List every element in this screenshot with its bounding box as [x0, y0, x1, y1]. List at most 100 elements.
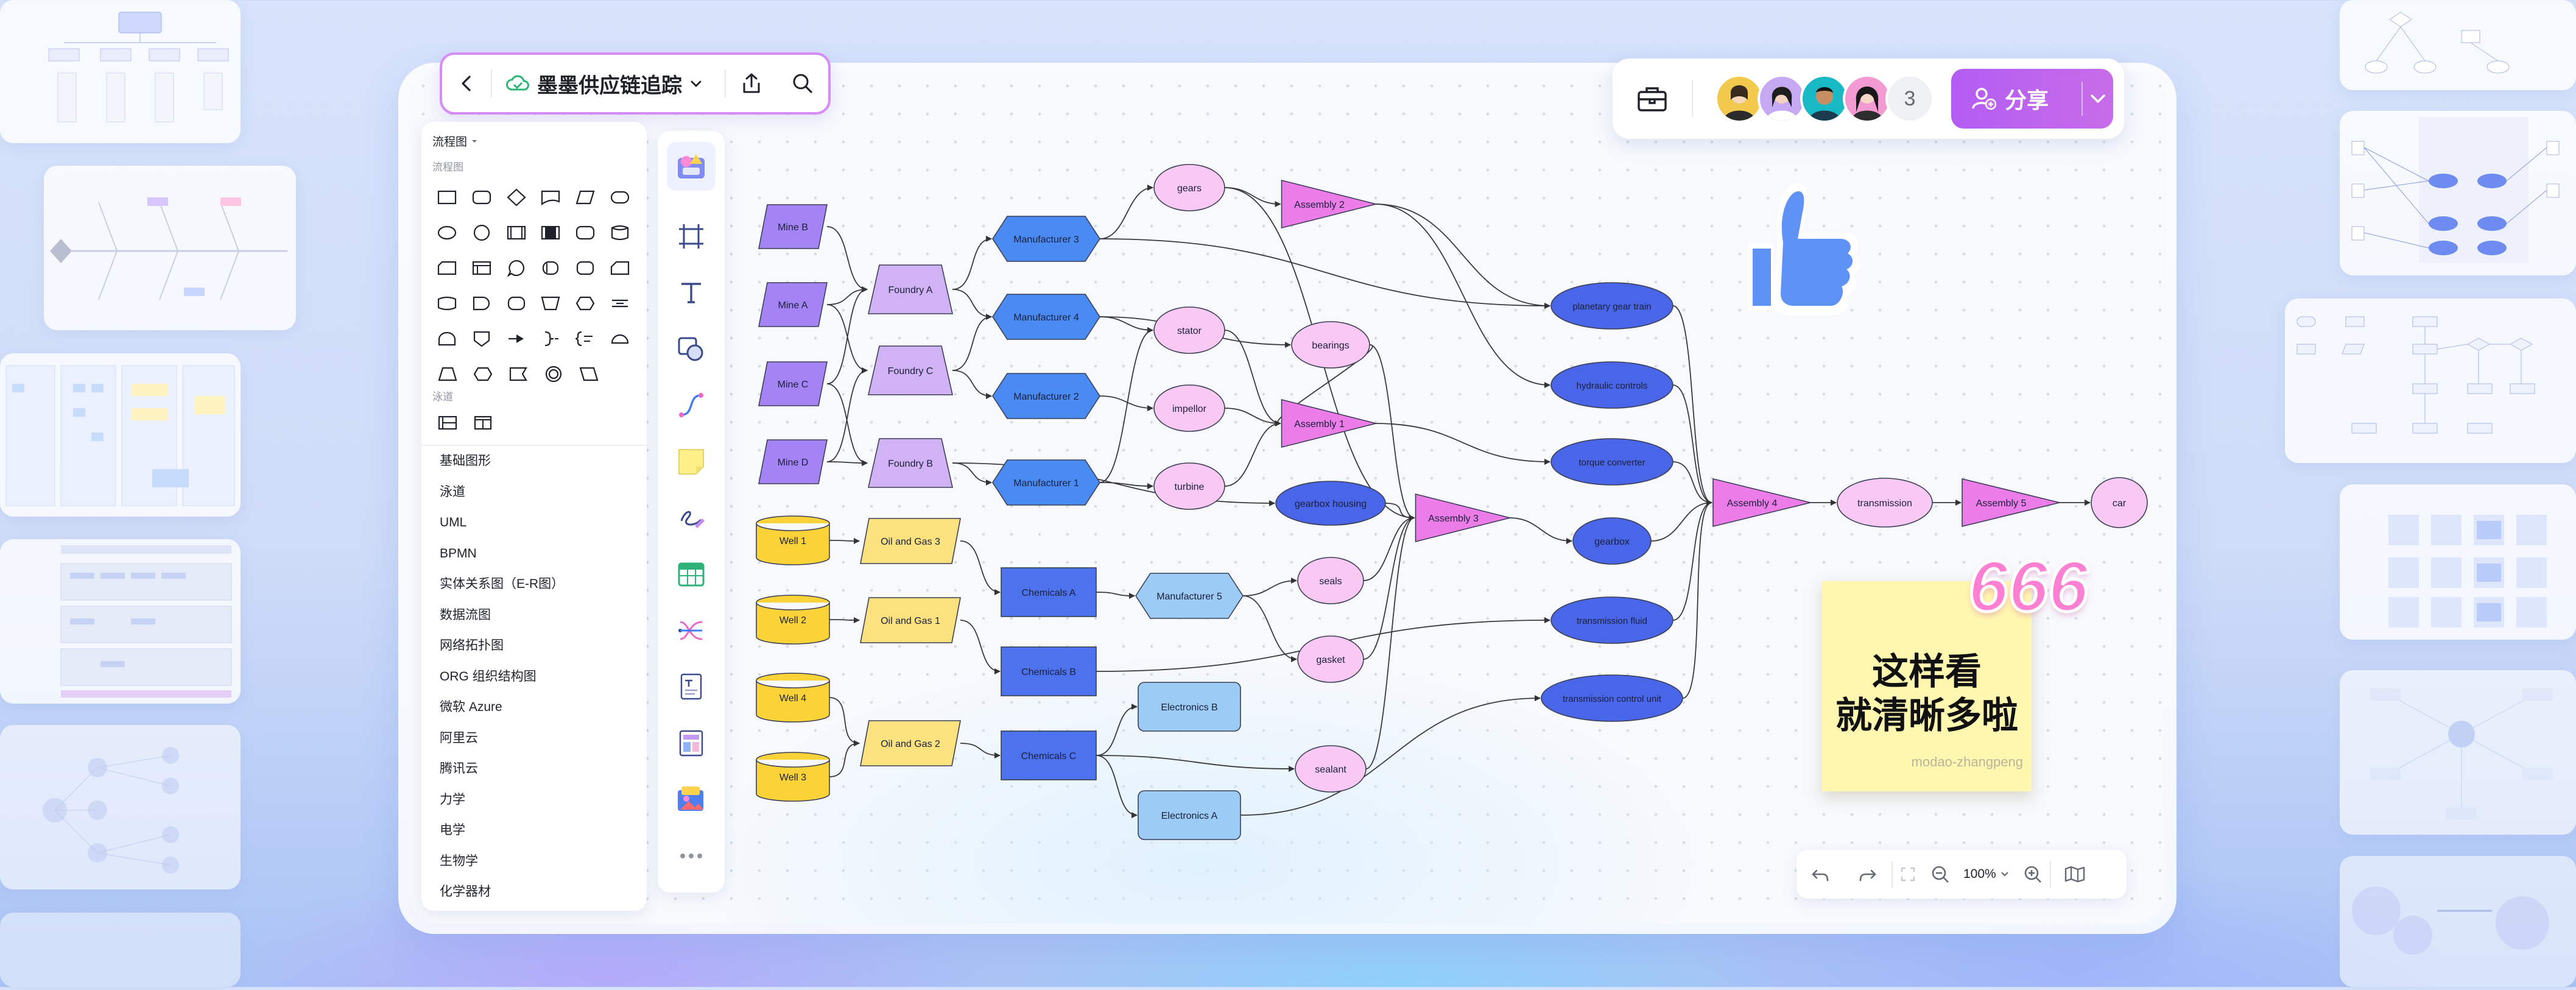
mindmap-tool[interactable] — [667, 606, 716, 655]
terminator-shape-icon[interactable] — [602, 180, 637, 215]
zoom-out-button[interactable] — [1923, 865, 1957, 883]
template-thumbnail[interactable] — [0, 0, 241, 143]
template-thumbnail[interactable] — [2340, 670, 2576, 835]
category-org-chart[interactable]: ORG 组织结构图 — [440, 669, 537, 684]
share-main-button[interactable]: 分享 — [1951, 83, 2082, 115]
speech-bubble-shape-icon[interactable] — [499, 250, 533, 286]
circle-shape-icon[interactable] — [465, 215, 499, 250]
export-button[interactable] — [726, 72, 777, 95]
category-tencent-cloud[interactable]: 腾讯云 — [440, 762, 478, 776]
category-biology[interactable]: 生物学 — [440, 854, 478, 868]
off-page-connector-shape-icon[interactable] — [465, 321, 499, 356]
delay-shape-icon[interactable] — [465, 286, 499, 321]
diamond-shape-icon[interactable] — [499, 180, 533, 215]
minimap-button[interactable] — [2051, 865, 2099, 883]
share-options-dropdown[interactable] — [2083, 90, 2113, 107]
category-swimlane[interactable]: 泳道 — [440, 484, 465, 499]
shape-library-tool[interactable] — [667, 142, 716, 191]
template-thumbnail[interactable] — [0, 353, 241, 517]
undo-button[interactable] — [1797, 864, 1844, 884]
zoom-level-dropdown[interactable]: 100% — [1957, 867, 2016, 882]
category-chemistry[interactable]: 化学器材 — [440, 885, 491, 899]
redo-button[interactable] — [1844, 864, 1892, 884]
category-network-topology[interactable]: 网络拓扑图 — [440, 638, 504, 652]
sticky-note[interactable]: 这样看 就清晰多啦 modao-zhangpeng — [1822, 581, 2032, 791]
category-mechanics[interactable]: 力学 — [440, 792, 465, 807]
parallelogram-shape-icon[interactable] — [568, 180, 603, 215]
collaborator-count[interactable]: 3 — [1885, 74, 1934, 123]
category-uml[interactable]: UML — [440, 515, 467, 529]
collaborator-avatars[interactable]: 3 — [1715, 74, 1934, 123]
hexagon-wide-shape-icon[interactable] — [465, 356, 501, 392]
document-tool[interactable] — [667, 662, 716, 711]
skewed-rectangle-shape-icon[interactable] — [571, 356, 607, 392]
rounded-square-shape-icon[interactable] — [568, 250, 603, 286]
vertical-swimlane-shape-icon[interactable] — [465, 405, 501, 440]
trapezoid-shape-icon[interactable] — [430, 356, 465, 392]
comment-line-shape-icon[interactable] — [602, 286, 637, 321]
template-thumbnail[interactable] — [2340, 484, 2576, 640]
more-tools-button[interactable] — [667, 832, 716, 880]
brace-shape-icon[interactable] — [533, 321, 568, 356]
half-circle-shape-icon[interactable] — [602, 321, 637, 356]
avatar[interactable] — [1800, 74, 1849, 123]
predefined-process-shape-icon[interactable] — [499, 215, 533, 250]
merge-arrow-shape-icon[interactable] — [499, 321, 533, 356]
zoom-in-button[interactable] — [2016, 865, 2050, 883]
double-circle-shape-icon[interactable] — [536, 356, 571, 392]
rectangle-shape-icon[interactable] — [430, 180, 465, 215]
category-electrics[interactable]: 电学 — [440, 823, 465, 837]
bracket-text-shape-icon[interactable] — [568, 321, 603, 356]
category-alibaba-cloud[interactable]: 阿里云 — [440, 730, 478, 745]
hexagon-shape-icon[interactable] — [568, 286, 603, 321]
pen-tool[interactable] — [667, 494, 716, 543]
loop-limit-shape-icon[interactable] — [501, 356, 536, 392]
thumbs-up-sticker[interactable] — [1736, 172, 1870, 333]
category-er-diagram[interactable]: 实体关系图（E-R图） — [440, 577, 565, 591]
connector-tool[interactable] — [667, 381, 716, 430]
template-thumbnail[interactable] — [2340, 856, 2576, 987]
database-shape-icon[interactable] — [568, 215, 603, 250]
template-thumbnail[interactable] — [2340, 0, 2576, 90]
category-basic-shapes[interactable]: 基础图形 — [440, 454, 491, 468]
table-tool[interactable] — [667, 550, 716, 599]
template-thumbnail[interactable] — [0, 913, 241, 987]
template-thumbnail[interactable] — [2285, 299, 2576, 463]
template-thumbnail[interactable] — [2340, 111, 2576, 275]
manual-operation-shape-icon[interactable] — [533, 286, 568, 321]
shape-tool[interactable] — [667, 325, 716, 373]
semicircle-shape-icon[interactable] — [430, 321, 465, 356]
rounded-rectangle-shape-icon[interactable] — [465, 180, 499, 215]
back-button[interactable] — [442, 74, 491, 93]
fit-screen-button[interactable] — [1893, 867, 1923, 882]
toolbox-button[interactable] — [1613, 85, 1692, 113]
table-shape-icon[interactable] — [465, 250, 499, 286]
document-title-dropdown[interactable]: 墨墨供应链追踪 — [492, 69, 725, 99]
display-shape-icon[interactable] — [499, 286, 533, 321]
document-shape-icon[interactable] — [533, 180, 568, 215]
template-thumbnail[interactable] — [44, 166, 296, 330]
frame-tool[interactable] — [667, 212, 716, 261]
horizontal-swimlane-shape-icon[interactable] — [430, 405, 465, 440]
avatar[interactable] — [1715, 74, 1764, 123]
card-shape-icon[interactable] — [430, 250, 465, 286]
sticky-note-tool[interactable] — [667, 437, 716, 486]
template-thumbnail[interactable] — [0, 539, 241, 704]
avatar[interactable] — [1843, 74, 1892, 123]
template-thumbnail[interactable] — [0, 725, 241, 889]
tape-shape-icon[interactable] — [430, 286, 465, 321]
avatar[interactable] — [1758, 74, 1806, 123]
shape-library-header[interactable]: 流程图 — [432, 133, 478, 149]
stored-data-shape-icon[interactable] — [533, 250, 568, 286]
category-bpmn[interactable]: BPMN — [440, 546, 477, 560]
search-button[interactable] — [777, 72, 828, 95]
internal-storage-shape-icon[interactable] — [533, 215, 568, 250]
folded-corner-shape-icon[interactable] — [602, 250, 637, 286]
category-azure[interactable]: 微软 Azure — [440, 700, 502, 714]
category-data-flow[interactable]: 数据流图 — [440, 607, 491, 622]
text-tool[interactable] — [667, 268, 716, 317]
666-sticker[interactable]: 666 — [1967, 545, 2090, 629]
ellipse-shape-icon[interactable] — [430, 215, 465, 250]
template-tool[interactable] — [667, 719, 716, 768]
cylinder-shape-icon[interactable] — [602, 215, 637, 250]
